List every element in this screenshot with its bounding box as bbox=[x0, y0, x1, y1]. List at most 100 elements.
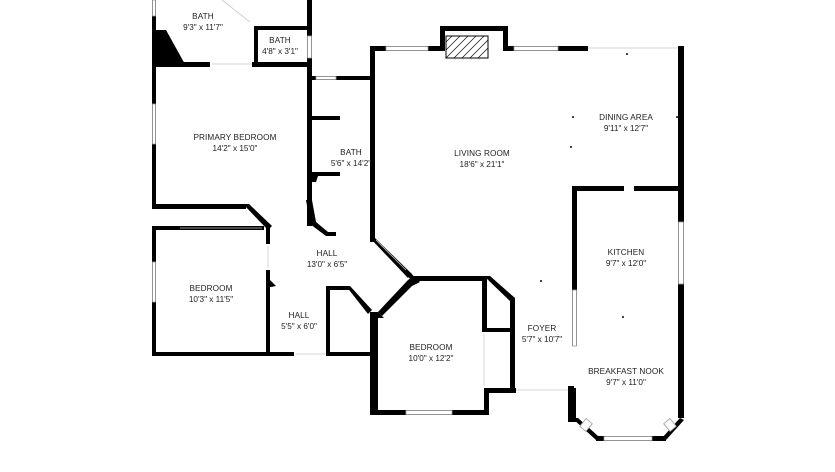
window bbox=[152, 261, 156, 303]
room-name: HALL bbox=[288, 311, 310, 320]
room-dims: 10'0" x 12'2" bbox=[408, 354, 454, 363]
wall bbox=[568, 388, 576, 422]
room-label-bath2: BATH 4'8" x 3'1" bbox=[262, 35, 298, 57]
window bbox=[307, 35, 312, 59]
room-name: KITCHEN bbox=[607, 248, 645, 257]
wall bbox=[634, 186, 684, 191]
wall bbox=[270, 352, 294, 356]
closet-wall bbox=[312, 172, 340, 182]
wall bbox=[254, 26, 258, 66]
window bbox=[405, 410, 453, 415]
marker bbox=[572, 116, 574, 118]
room-dims: 5'7" x 10'7" bbox=[521, 335, 563, 344]
wall bbox=[484, 390, 489, 415]
room-name: LIVING ROOM bbox=[454, 149, 510, 158]
wall bbox=[340, 76, 374, 80]
wall bbox=[572, 186, 624, 191]
window bbox=[315, 76, 337, 80]
wall bbox=[152, 204, 246, 209]
door-opening bbox=[375, 239, 407, 271]
wall-curve bbox=[306, 200, 336, 236]
window bbox=[572, 289, 577, 347]
room-label-dining-area: DINING AREA 9'11" x 12'7" bbox=[599, 112, 653, 134]
marker bbox=[540, 280, 542, 282]
room-dims: 10'3" x 11'5" bbox=[188, 295, 234, 304]
closet-shelf bbox=[312, 116, 340, 120]
room-name: DINING AREA bbox=[599, 113, 653, 122]
room-name: BATH bbox=[340, 148, 362, 157]
fireplace-top bbox=[440, 26, 508, 31]
room-name: BEDROOM bbox=[189, 284, 233, 293]
room-label-bedroom1: BEDROOM 10'3" x 11'5" bbox=[189, 283, 233, 305]
window bbox=[152, 0, 156, 17]
window bbox=[678, 221, 684, 285]
wall-angled bbox=[484, 276, 515, 302]
room-dims: 9'7" x 11'0" bbox=[606, 378, 646, 387]
door-swing bbox=[221, 0, 251, 23]
wall bbox=[412, 276, 486, 281]
room-name: FOYER bbox=[527, 324, 557, 333]
room-name: BREAKFAST NOOK bbox=[588, 367, 664, 376]
room-dims: 18'6" x 21'1" bbox=[459, 160, 505, 169]
room-name: BATH bbox=[269, 36, 291, 45]
room-label-primary-bedroom: PRIMARY BEDROOM 14'2" x 15'0" bbox=[193, 132, 276, 154]
window bbox=[663, 418, 677, 432]
wall bbox=[572, 186, 577, 346]
wall-angled bbox=[378, 276, 420, 316]
wall bbox=[266, 270, 270, 356]
room-dims: 13'0" x 6'5" bbox=[306, 260, 348, 269]
wall-corner bbox=[266, 276, 276, 288]
window bbox=[513, 46, 559, 51]
room-label-foyer: FOYER 5'7" x 10'7" bbox=[522, 323, 562, 345]
wall-angled bbox=[346, 286, 372, 314]
room-dims: 4'8" x 3'1" bbox=[262, 47, 298, 56]
marker bbox=[622, 316, 624, 318]
room-label-living-room: LIVING ROOM 18'6" x 21'1" bbox=[454, 148, 510, 170]
window bbox=[603, 436, 653, 441]
wall bbox=[326, 352, 374, 356]
room-label-bath3: BATH 5'6" x 14'2" bbox=[331, 147, 371, 169]
marker bbox=[570, 146, 572, 148]
wall-angled bbox=[243, 204, 272, 230]
wall bbox=[326, 286, 330, 356]
wall bbox=[370, 46, 375, 242]
wall bbox=[326, 286, 350, 290]
wall bbox=[307, 66, 312, 226]
room-label-bedroom2: BEDROOM 10'0" x 12'2" bbox=[409, 342, 454, 364]
wall bbox=[370, 312, 384, 412]
wall bbox=[482, 276, 487, 330]
room-dims: 9'11" x 12'7" bbox=[603, 124, 649, 133]
room-label-breakfast-nook: BREAKFAST NOOK 9'7" x 11'0" bbox=[588, 366, 664, 388]
closet-wall bbox=[482, 328, 512, 332]
room-dims: 9'3" x 11'7" bbox=[183, 23, 223, 32]
room-name: BATH bbox=[192, 12, 214, 21]
room-dims: 9'7" x 12'0" bbox=[605, 259, 647, 268]
tub-wedge bbox=[152, 30, 186, 66]
room-dims: 14'2" x 15'0" bbox=[212, 144, 258, 153]
window bbox=[385, 46, 429, 51]
room-dims: 5'6" x 14'2" bbox=[330, 159, 372, 168]
fireplace-side bbox=[503, 26, 508, 51]
wall bbox=[252, 62, 312, 67]
fireplace-side bbox=[440, 26, 445, 51]
marker bbox=[676, 116, 678, 118]
hearth-hatch bbox=[445, 35, 489, 59]
room-label-kitchen: KITCHEN 9'7" x 12'0" bbox=[606, 247, 646, 269]
wall bbox=[152, 352, 270, 356]
room-dims: 5'5" x 6'0" bbox=[281, 322, 317, 331]
wall bbox=[510, 298, 515, 392]
room-label-hall2: HALL 5'5" x 6'0" bbox=[281, 310, 317, 332]
window bbox=[152, 103, 156, 145]
wall bbox=[254, 26, 312, 30]
room-label-bath1: BATH 9'3" x 11'7" bbox=[183, 11, 223, 33]
fireplace-hearth bbox=[445, 35, 489, 59]
marker bbox=[626, 53, 628, 55]
wall-angled bbox=[370, 238, 412, 278]
wall bbox=[484, 388, 516, 393]
window bbox=[579, 418, 593, 432]
room-name: BEDROOM bbox=[409, 343, 453, 352]
wall bbox=[307, 0, 312, 66]
room-name: HALL bbox=[316, 249, 338, 258]
